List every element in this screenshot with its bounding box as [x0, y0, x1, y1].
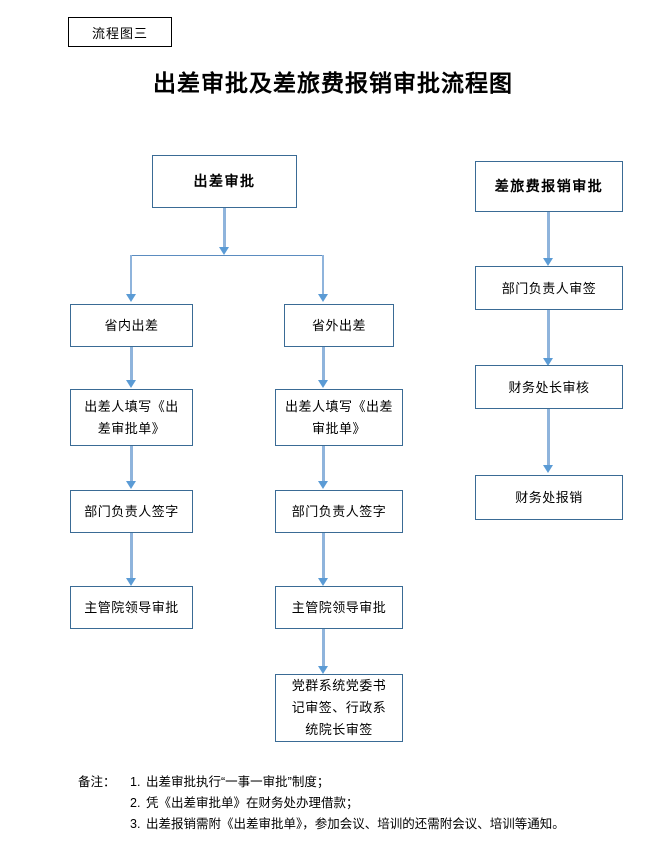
- node-label-line2: 记审签、行政系: [291, 700, 387, 715]
- node-fill-form-left: 出差人填写《出 差审批单》: [70, 389, 193, 446]
- notes-text: 凭《出差审批单》在财务处办理借款；: [146, 796, 359, 810]
- node-label: 部门负责人审签: [501, 280, 597, 296]
- node-label-line1: 出差人填写《出: [84, 398, 179, 414]
- connector-split-bar: [131, 255, 324, 256]
- node-label: 部门负责人签字: [84, 504, 179, 519]
- arrowhead-left-3: [126, 578, 136, 586]
- notes-section: 备注： 1. 出差审批执行“一事一审批”制度； 2. 凭《出差审批单》在财务处办…: [78, 772, 658, 835]
- connector-right-3: [547, 409, 550, 468]
- notes-row: 备注： 1. 出差审批执行“一事一审批”制度；: [78, 772, 658, 793]
- arrowhead-left-2: [126, 481, 136, 489]
- node-label: 差旅费报销审批: [494, 178, 604, 194]
- arrowhead-mid-3: [318, 578, 328, 586]
- connector-right-branch-drop: [322, 255, 324, 297]
- connector-right-2: [547, 310, 550, 361]
- connector-left-1: [130, 347, 133, 383]
- node-label: 财务处长审核: [508, 379, 590, 395]
- arrowhead-left-1: [126, 380, 136, 388]
- node-label: 财务处报销: [515, 490, 583, 505]
- node-label: 省外出差: [311, 318, 366, 333]
- node-fill-form-right: 出差人填写《出差 审批单》: [275, 389, 403, 446]
- node-travel-in-province: 省内出差: [70, 304, 193, 347]
- connector-left-3: [130, 533, 133, 581]
- node-label: 出差审批: [193, 173, 256, 189]
- node-label: 主管院领导审批: [291, 600, 387, 615]
- connector-left-2: [130, 446, 133, 484]
- notes-row: 3. 出差报销需附《出差审批单》，参加会议、培训的还需附会议、培训等通知。: [78, 814, 658, 835]
- arrowhead-right-branch: [318, 294, 328, 302]
- node-dept-head-sign-left: 部门负责人签字: [70, 490, 193, 533]
- notes-label: 备注：: [78, 775, 116, 789]
- notes-number: 3.: [130, 817, 141, 831]
- arrowhead-left-branch: [126, 294, 136, 302]
- notes-number: 1.: [130, 775, 141, 789]
- node-party-committee-approval: 党群系统党委书 记审签、行政系 统院长审签: [275, 674, 403, 742]
- node-leader-approve-right: 主管院领导审批: [275, 586, 403, 629]
- chart-tag-label: 流程图三: [91, 25, 148, 41]
- notes-text: 出差报销需附《出差审批单》，参加会议、培训的还需附会议、培训等通知。: [146, 817, 565, 831]
- node-label-line2: 差审批单》: [97, 420, 166, 436]
- node-travel-out-province: 省外出差: [284, 304, 394, 347]
- arrowhead-right-3: [543, 465, 553, 473]
- connector-mid-3: [322, 533, 325, 581]
- node-label: 省内出差: [104, 318, 159, 333]
- connector-left-branch-drop: [130, 255, 132, 297]
- node-dept-head-sign-right: 部门负责人签字: [275, 490, 403, 533]
- node-label: 主管院领导审批: [84, 600, 179, 615]
- node-label-line2: 审批单》: [311, 420, 366, 436]
- connector-right-1: [547, 212, 550, 261]
- connector-mid-2: [322, 446, 325, 484]
- node-dept-head-review: 部门负责人审签: [475, 266, 623, 310]
- arrowhead-mid-4: [318, 666, 328, 674]
- chart-tag-box: 流程图三: [68, 17, 172, 47]
- arrowhead-right-2: [543, 358, 553, 366]
- notes-text: 出差审批执行“一事一审批”制度；: [146, 775, 330, 789]
- arrowhead-mid-1: [318, 380, 328, 388]
- arrowhead-mid-2: [318, 481, 328, 489]
- connector-header-stem: [223, 208, 226, 250]
- connector-mid-1: [322, 347, 325, 383]
- page-title: 出差审批及差旅费报销审批流程图: [153, 71, 513, 96]
- node-label: 部门负责人签字: [291, 504, 387, 519]
- node-finance-director-review: 财务处长审核: [475, 365, 623, 409]
- node-finance-reimburse: 财务处报销: [475, 475, 623, 520]
- connector-mid-4: [322, 629, 325, 669]
- node-travel-approval-header: 出差审批: [152, 155, 297, 208]
- node-label-line1: 党群系统党委书: [291, 678, 387, 693]
- notes-row: 2. 凭《出差审批单》在财务处办理借款；: [78, 793, 658, 814]
- node-reimbursement-approval-header: 差旅费报销审批: [475, 161, 623, 212]
- node-label-line3: 统院长审签: [305, 722, 373, 737]
- notes-number: 2.: [130, 796, 141, 810]
- node-leader-approve-left: 主管院领导审批: [70, 586, 193, 629]
- node-label-line1: 出差人填写《出差: [284, 398, 393, 414]
- arrowhead-right-1: [543, 258, 553, 266]
- arrowhead-header-stem: [219, 247, 229, 255]
